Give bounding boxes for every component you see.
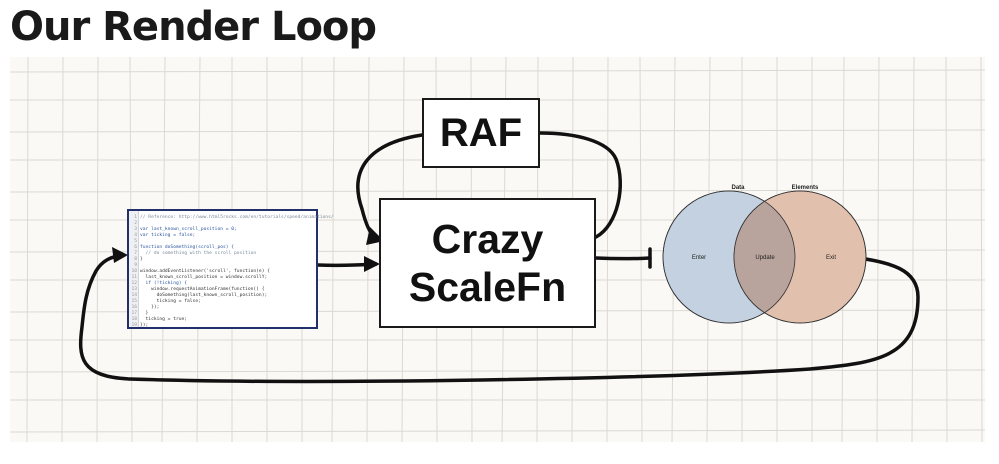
- code-line-number: 3: [134, 227, 137, 232]
- venn-data-label: Data: [731, 185, 745, 191]
- code-line: 9: [129, 263, 140, 270]
- code-line-text: });: [140, 323, 149, 328]
- grid-line-vertical: [26, 56, 29, 443]
- code-snippet: 1// Reference: http://www.html5rocks.com…: [127, 209, 334, 330]
- scalefn-label-line1: Crazy: [431, 216, 544, 262]
- code-gutter: [129, 211, 139, 327]
- render-loop-arrows: [78, 131, 920, 384]
- code-line-text: if (!ticking) {: [140, 281, 188, 286]
- code-line-text: // Reference: http://www.html5rocks.com/…: [140, 215, 334, 220]
- code-line: 11 last_known_scroll_position = window.s…: [129, 275, 267, 282]
- scalefn-label-line2: ScaleFn: [408, 264, 567, 310]
- code-line-number: 9: [134, 263, 137, 268]
- code-line-number: 13: [131, 287, 137, 292]
- code-line-number: 2: [134, 221, 137, 226]
- code-line-number: 7: [134, 251, 137, 256]
- grid-line-horizontal: [9, 189, 986, 193]
- page-title: Our Render Loop: [10, 4, 377, 50]
- code-line: 14 doSomething(last_known_scroll_positio…: [129, 293, 267, 300]
- code-line: 5: [129, 239, 140, 246]
- code-line-text: ticking = false;: [140, 299, 201, 304]
- raf-box: RAF: [422, 98, 540, 168]
- code-line-number: 10: [131, 269, 137, 274]
- grid-line-horizontal: [9, 369, 986, 373]
- scalefn-to-raf-arrow: [538, 131, 622, 239]
- code-line: 18 ticking = true;: [129, 317, 187, 324]
- code-line: 2: [129, 221, 140, 228]
- grid-line-horizontal: [9, 69, 986, 73]
- code-line-text: last_known_scroll_position = window.scro…: [140, 275, 268, 280]
- venn-elements-label: Elements: [792, 185, 819, 191]
- grid-line-vertical: [876, 56, 880, 443]
- code-line: 12 if (!ticking) {: [129, 281, 187, 288]
- code-line: 7 // do something with the scroll positi…: [129, 251, 256, 258]
- grid-line-vertical: [980, 56, 983, 443]
- code-line: 17 }: [129, 311, 148, 318]
- code-line-text: doSomething(last_known_scroll_position);: [140, 293, 268, 298]
- code-line-number: 4: [134, 233, 137, 238]
- code-arrowhead: [364, 256, 380, 272]
- code-line-number: 5: [134, 239, 137, 244]
- code-line-number: 16: [131, 305, 137, 310]
- loop-arrowhead: [112, 247, 128, 263]
- code-line-text: });: [140, 305, 160, 310]
- code-line-number: 18: [131, 317, 137, 322]
- code-line-number: 6: [134, 245, 137, 250]
- code-line-text: function doSomething(scroll_pos) {: [140, 245, 235, 250]
- venn-overlap-region: [734, 191, 795, 323]
- code-line-text: // do something with the scroll position: [140, 251, 257, 256]
- code-line-number: 11: [131, 275, 137, 280]
- code-line-number: 12: [131, 281, 137, 286]
- code-line-number: 15: [131, 299, 137, 304]
- venn-diagram: Data Elements Enter Update Exit: [662, 185, 867, 324]
- code-line-text: var last_known_scroll_position = 0;: [140, 227, 237, 232]
- grid-line-vertical: [366, 56, 370, 443]
- code-line-text: }: [140, 311, 149, 316]
- grid-line-horizontal: [9, 429, 986, 433]
- code-line-number: 19: [131, 323, 137, 328]
- code-line: 13 window.requestAnimationFrame(function…: [129, 287, 264, 294]
- code-line: 8}: [129, 257, 143, 264]
- code-line: 1// Reference: http://www.html5rocks.com…: [129, 215, 334, 222]
- crazy-scalefn-box: Crazy ScaleFn: [379, 198, 596, 328]
- grid-line-vertical: [945, 56, 948, 443]
- code-line-number: 8: [134, 257, 137, 262]
- code-line-text: window.requestAnimationFrame(function() …: [140, 287, 265, 292]
- venn-exit-label: Exit: [826, 255, 836, 261]
- code-line-number: 1: [134, 215, 137, 220]
- code-line-text: }: [140, 257, 143, 262]
- venn-enter-label: Enter: [692, 255, 706, 261]
- scalefn-label: Crazy ScaleFn: [409, 215, 566, 311]
- code-line-text: window.addEventListener('scroll', functi…: [140, 269, 270, 274]
- scalefn-to-venn-line: [594, 256, 652, 261]
- raf-label: RAF: [439, 110, 523, 155]
- code-line-text: ticking = true;: [140, 317, 188, 322]
- code-line: 15 ticking = false;: [129, 299, 201, 306]
- grid-line-vertical: [96, 56, 99, 443]
- loop-back-arrow: [78, 253, 920, 384]
- diagram-canvas: RAF Crazy ScaleFn 1// Reference: http://…: [9, 56, 986, 443]
- code-line: 19});: [129, 323, 148, 330]
- grid-line-vertical: [331, 56, 335, 443]
- code-line-number: 14: [131, 293, 137, 298]
- code-line-text: var ticking = false;: [140, 233, 196, 238]
- code-line-number: 17: [131, 311, 137, 316]
- code-line: 16 });: [129, 305, 159, 312]
- grid-line-vertical: [911, 56, 915, 443]
- grid-line-vertical: [61, 56, 64, 443]
- venn-update-label: Update: [755, 255, 775, 261]
